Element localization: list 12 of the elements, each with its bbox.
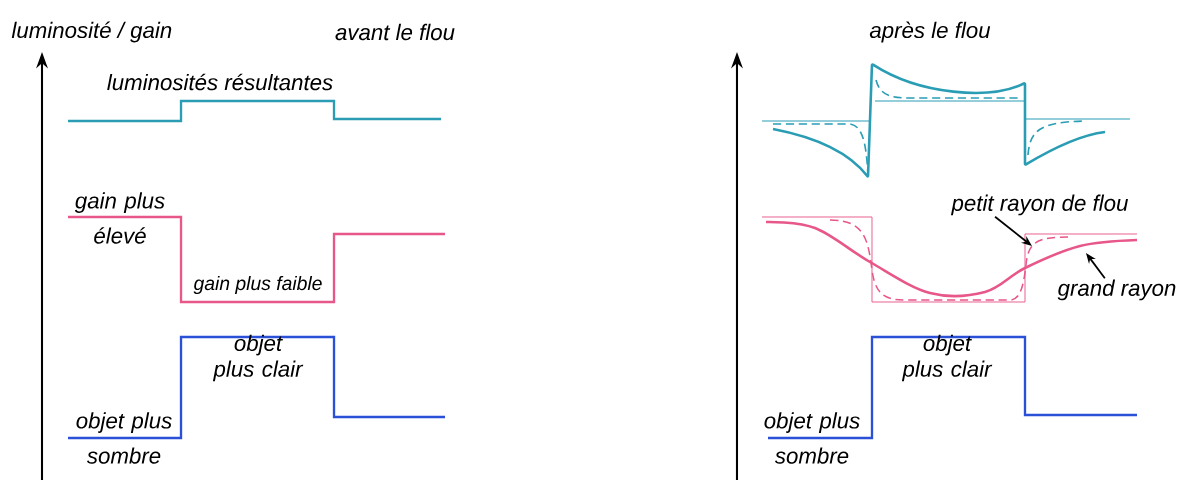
- leader-label: petit rayon de flou: [950, 194, 1128, 216]
- panel-title: après le flou: [869, 21, 991, 43]
- leader-label: grand rayon: [1057, 279, 1176, 301]
- curve-label: objet plus clair: [901, 334, 993, 382]
- curve-label: objet plus clair: [212, 334, 304, 382]
- curve-label: objet plus sombre: [76, 412, 172, 464]
- curve-label: luminosités résultantes: [107, 73, 333, 91]
- panel-title: avant le flou: [335, 23, 455, 41]
- curve-label: gain plus faible: [193, 276, 322, 294]
- axis-title: luminosité / gain: [11, 21, 172, 43]
- curve-label: gain plus élevé: [74, 192, 165, 244]
- curve-label: objet plus sombre: [764, 412, 860, 464]
